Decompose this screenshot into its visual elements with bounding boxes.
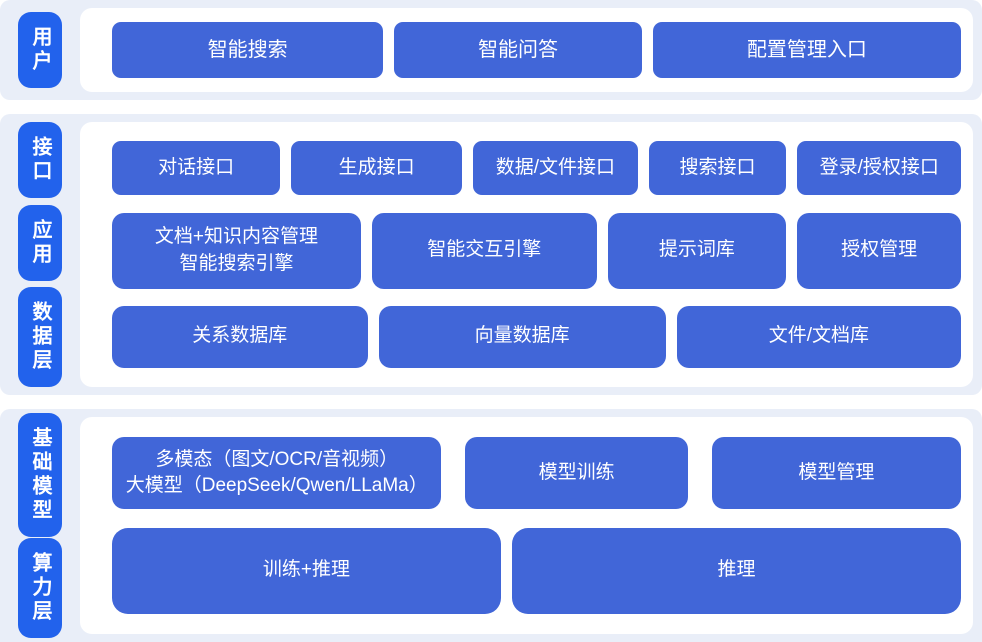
user-layer-panel: 智能搜索 智能问答 配置管理入口 [80,8,973,92]
node-training-inference: 训练+推理 [112,527,501,614]
data-row: 关系数据库 向量数据库 文件/文档库 [112,305,961,368]
node-model-management: 模型管理 [711,437,961,510]
node-model-training: 模型训练 [465,437,688,510]
application-row: 文档+知识内容管理 智能搜索引擎 智能交互引擎 提示词库 授权管理 [112,212,962,289]
section-user-layer: 用户 智能搜索 智能问答 配置管理入口 [0,0,982,100]
layer-label-application: 应用 [18,204,62,281]
node-auth-management: 授权管理 [797,212,962,289]
layer-label-compute: 算力层 [18,538,62,639]
middle-layers-label-column: 接口 应用 数据层 [0,114,80,395]
user-layer-row: 智能搜索 智能问答 配置管理入口 [112,22,961,78]
section-base-layers: 基础模型 算力层 多模态（图文/OCR/音视频） 大模型（DeepSeek/Qw… [0,409,982,642]
node-login-auth-api: 登录/授权接口 [797,141,961,196]
middle-layers-panel: 对话接口 生成接口 数据/文件接口 搜索接口 登录/授权接口 文档+知识内容管理… [80,122,973,387]
layer-label-base-model: 基础模型 [18,412,62,537]
node-file-doc-store: 文件/文档库 [676,305,961,368]
compute-row: 训练+推理 推理 [112,527,961,614]
node-search-api: 搜索接口 [648,141,787,196]
base-layers-label-column: 基础模型 算力层 [0,409,80,642]
node-smart-interaction-engine: 智能交互引擎 [371,212,597,289]
interface-row: 对话接口 生成接口 数据/文件接口 搜索接口 登录/授权接口 [112,141,961,196]
base-model-row: 多模态（图文/OCR/音视频） 大模型（DeepSeek/Qwen/LLaMa）… [112,437,961,510]
node-relational-db: 关系数据库 [112,305,368,368]
layer-label-user: 用户 [18,12,62,88]
layer-label-data: 数据层 [18,286,62,387]
node-doc-knowledge-search-engine: 文档+知识内容管理 智能搜索引擎 [112,212,361,289]
node-config-management-entry: 配置管理入口 [652,22,961,78]
base-layers-panel: 多模态（图文/OCR/音视频） 大模型（DeepSeek/Qwen/LLaMa）… [80,417,973,634]
node-vector-db: 向量数据库 [378,305,666,368]
node-smart-qa: 智能问答 [394,22,642,78]
node-multimodal-llm: 多模态（图文/OCR/音视频） 大模型（DeepSeek/Qwen/LLaMa） [112,437,442,510]
section-middle-layers: 接口 应用 数据层 对话接口 生成接口 数据/文件接口 搜索接口 登录/授权接口… [0,114,982,395]
node-prompt-library: 提示词库 [607,212,787,289]
node-smart-search: 智能搜索 [112,22,384,78]
user-layer-label-column: 用户 [0,0,80,100]
node-dialog-api: 对话接口 [112,141,281,196]
node-generation-api: 生成接口 [291,141,463,196]
node-inference: 推理 [511,527,961,614]
layer-label-interface: 接口 [18,122,62,199]
node-data-file-api: 数据/文件接口 [473,141,638,196]
